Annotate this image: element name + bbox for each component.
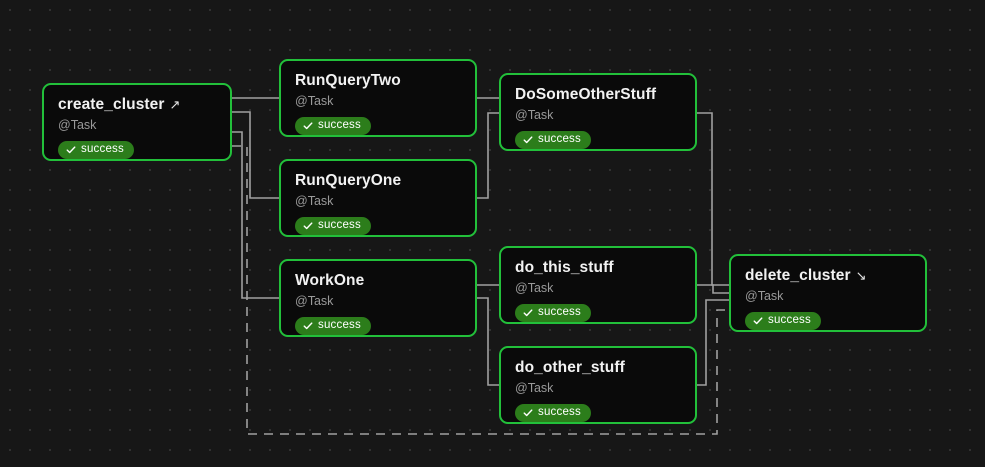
edge-do_this_stuff-delete_cluster[interactable]: [697, 284, 729, 294]
node-title-text: delete_cluster: [745, 267, 851, 284]
status-badge-label: success: [538, 405, 581, 418]
node-subtitle: @Task: [295, 93, 334, 108]
check-icon: [303, 121, 313, 131]
node-title-text: do_other_stuff: [515, 359, 625, 376]
status-badge-label: success: [318, 218, 361, 231]
status-badge: success: [295, 216, 371, 235]
status-badge-label: success: [81, 142, 124, 155]
node-subtitle: @Task: [515, 107, 554, 122]
node-WorkOne[interactable]: WorkOne @Task success: [279, 259, 477, 337]
node-create_cluster[interactable]: create_cluster↗ @Task success: [42, 83, 232, 161]
node-subtitle: @Task: [515, 380, 554, 395]
node-title-text: DoSomeOtherStuff: [515, 86, 657, 103]
edge-do_other_stuff-delete_cluster[interactable]: [697, 299, 729, 386]
node-subtitle: @Task: [515, 280, 554, 295]
node-do_other_stuff[interactable]: do_other_stuff @Task success: [499, 346, 697, 424]
node-title: RunQueryTwo: [295, 72, 461, 90]
node-subtitle: @Task: [295, 293, 334, 308]
arrow-down-right-icon: ↘: [855, 268, 867, 284]
check-icon: [66, 145, 76, 155]
status-badge-label: success: [318, 118, 361, 131]
edge-create_cluster-WorkOne[interactable]: [232, 131, 279, 299]
check-icon: [523, 408, 533, 418]
edge-WorkOne-do_other_stuff[interactable]: [477, 297, 499, 386]
status-badge: success: [295, 316, 371, 335]
node-title: do_other_stuff: [515, 359, 681, 377]
node-title: create_cluster↗: [58, 96, 216, 114]
node-DoSomeOtherStuff[interactable]: DoSomeOtherStuff @Task success: [499, 73, 697, 151]
node-title-text: create_cluster: [58, 96, 165, 113]
edge-RunQueryOne-DoSomeOtherStuff[interactable]: [477, 112, 499, 199]
status-badge-label: success: [538, 305, 581, 318]
node-RunQueryTwo[interactable]: RunQueryTwo @Task success: [279, 59, 477, 137]
arrow-up-right-icon: ↗: [169, 97, 181, 113]
node-do_this_stuff[interactable]: do_this_stuff @Task success: [499, 246, 697, 324]
status-badge: success: [745, 311, 821, 330]
node-title-text: WorkOne: [295, 272, 365, 289]
status-badge: success: [295, 116, 371, 135]
node-title: DoSomeOtherStuff: [515, 86, 681, 104]
node-title: RunQueryOne: [295, 172, 461, 190]
check-icon: [303, 321, 313, 331]
node-delete_cluster[interactable]: delete_cluster↘ @Task success: [729, 254, 927, 332]
node-subtitle: @Task: [295, 193, 334, 208]
node-subtitle: @Task: [745, 288, 784, 303]
check-icon: [753, 316, 763, 326]
status-badge-label: success: [768, 313, 811, 326]
node-title-text: do_this_stuff: [515, 259, 614, 276]
status-badge: success: [515, 403, 591, 422]
edge-create_cluster-RunQueryOne[interactable]: [232, 111, 279, 199]
check-icon: [523, 308, 533, 318]
status-badge-label: success: [538, 132, 581, 145]
status-badge: success: [515, 303, 591, 322]
node-RunQueryOne[interactable]: RunQueryOne @Task success: [279, 159, 477, 237]
node-title: WorkOne: [295, 272, 461, 290]
check-icon: [523, 135, 533, 145]
node-title: delete_cluster↘: [745, 267, 911, 285]
status-badge: success: [58, 140, 134, 159]
status-badge-label: success: [318, 318, 361, 331]
edge-DoSomeOtherStuff-delete_cluster[interactable]: [697, 112, 729, 286]
status-badge: success: [515, 130, 591, 149]
node-title: do_this_stuff: [515, 259, 681, 277]
check-icon: [303, 221, 313, 231]
node-title-text: RunQueryOne: [295, 172, 402, 189]
node-subtitle: @Task: [58, 117, 97, 132]
node-title-text: RunQueryTwo: [295, 72, 401, 89]
